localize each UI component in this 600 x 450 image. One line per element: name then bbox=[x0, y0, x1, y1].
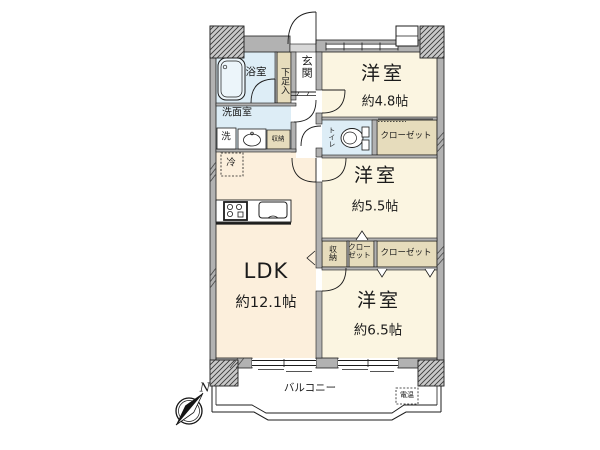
entrance-label: 玄関 bbox=[300, 55, 314, 79]
closet-2-label-line1: クロー bbox=[348, 242, 371, 252]
water-heater-box bbox=[395, 387, 419, 405]
ldk-storage-opening-arrow bbox=[306, 250, 316, 266]
water-heater-label: 電温 bbox=[400, 391, 414, 400]
kitchen-sink bbox=[258, 201, 288, 219]
corner-top-left bbox=[209, 25, 245, 59]
west-room-1-area: 約4.8帖 bbox=[361, 94, 409, 110]
closet-2-opening-marker bbox=[355, 230, 369, 241]
kitchen-counter bbox=[215, 199, 292, 225]
corner-bottom-left bbox=[209, 359, 239, 387]
corner-bottom-right bbox=[417, 359, 445, 387]
doors bbox=[250, 11, 347, 292]
west-room-3-door bbox=[321, 267, 347, 292]
west-room-3-name: 洋室 bbox=[356, 289, 402, 312]
closet-3-opening-marker-left bbox=[376, 268, 388, 278]
balcony-railing bbox=[211, 386, 442, 421]
corner-blocks bbox=[209, 25, 445, 387]
ldk-area: 約12.1帖 bbox=[235, 294, 297, 311]
corner-top-right bbox=[419, 25, 445, 59]
west-room-3-area: 約6.5帖 bbox=[353, 322, 403, 339]
washroom-door bbox=[293, 99, 317, 123]
west-room-3-balcony-window bbox=[338, 359, 398, 372]
west-room-1-door bbox=[321, 89, 346, 114]
ldk-name: LDK bbox=[243, 259, 289, 284]
bath-label: 浴室 bbox=[245, 66, 267, 79]
ldk-door bbox=[291, 157, 317, 183]
washroom-label: 洗面室 bbox=[222, 107, 252, 119]
closet-3-opening-marker-right bbox=[424, 268, 436, 278]
vanity-sink bbox=[237, 128, 267, 150]
laundry-label: 洗 bbox=[221, 131, 231, 143]
bathtub bbox=[217, 57, 246, 101]
entrance-sill bbox=[289, 43, 317, 53]
west-room-3-floor bbox=[322, 270, 437, 358]
walls bbox=[209, 25, 445, 369]
closet-2-label: クロー ゼット bbox=[348, 242, 371, 261]
west-room-2-area: 約5.5帖 bbox=[351, 199, 399, 215]
toilet-door bbox=[300, 125, 322, 147]
balcony-label: バルコニー bbox=[283, 382, 337, 395]
closet-1-label: クローゼット bbox=[380, 131, 432, 142]
fridge-space bbox=[220, 152, 244, 177]
pipe-space-box bbox=[395, 25, 419, 47]
wall-tick-marks bbox=[209, 131, 445, 369]
hall-floor bbox=[296, 52, 316, 158]
compass-north-label: N bbox=[199, 380, 211, 395]
entrance-step bbox=[291, 91, 316, 96]
ldk-balcony-window bbox=[252, 359, 316, 372]
shoe-cabinet-label: 下足入 bbox=[279, 67, 290, 95]
toilet-fixture bbox=[340, 126, 370, 151]
west-room-2-name: 洋室 bbox=[353, 164, 399, 187]
closet-2-label-line2: ゼット bbox=[348, 251, 371, 260]
compass-needle-light bbox=[175, 392, 204, 426]
compass bbox=[175, 392, 204, 426]
stove bbox=[223, 201, 248, 221]
bath-door bbox=[250, 78, 276, 104]
fridge-label: 冷 bbox=[226, 157, 236, 169]
closet-3-label: クローゼット bbox=[380, 248, 432, 259]
closet-3-box bbox=[376, 240, 438, 268]
west-room-2-door bbox=[321, 157, 347, 182]
laundry-pan bbox=[216, 127, 237, 150]
toilet-label: トイレ bbox=[327, 126, 336, 148]
closet-markers bbox=[306, 118, 436, 278]
ldk-storage-label: 収納 bbox=[328, 245, 338, 261]
west-room-1-name: 洋室 bbox=[360, 62, 406, 85]
west-room-2-floor bbox=[322, 158, 437, 238]
west-room-1-floor bbox=[322, 52, 437, 117]
ldk-floor bbox=[216, 152, 316, 358]
hall-storage-label: 収納 bbox=[271, 134, 285, 143]
entrance-door bbox=[287, 11, 317, 45]
windows bbox=[252, 25, 419, 372]
west-room-1-top-window bbox=[325, 42, 399, 51]
